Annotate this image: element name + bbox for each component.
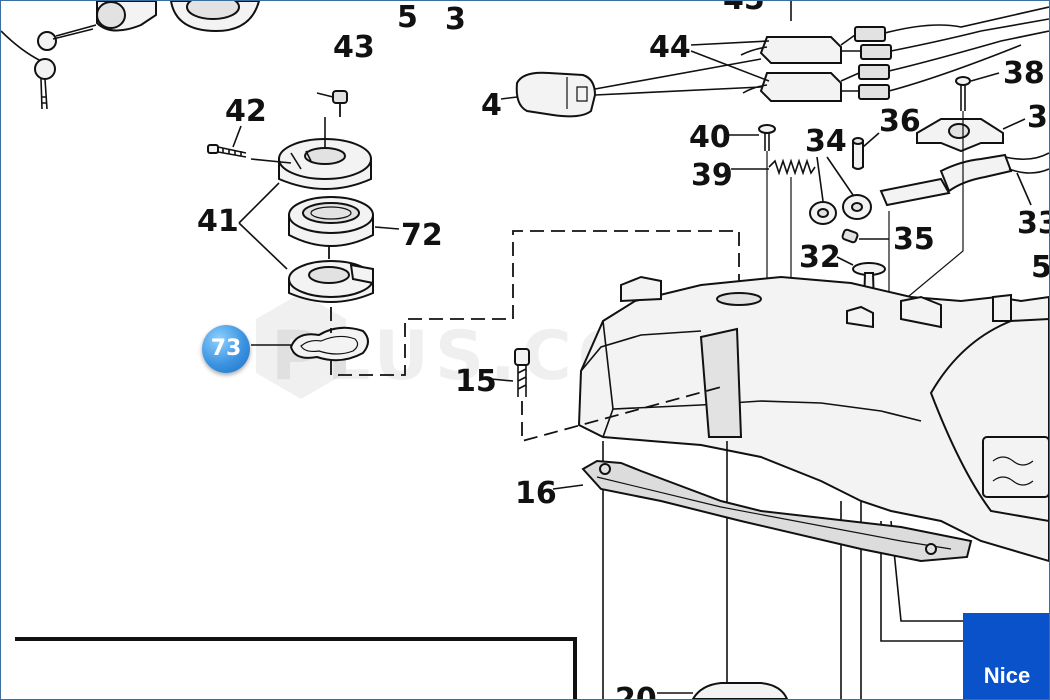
label-39: 39	[691, 158, 733, 193]
label-33: 33	[1017, 206, 1049, 241]
label-4: 4	[481, 88, 502, 123]
part-44-microswitches	[690, 1, 1049, 102]
part-72-bearing	[288, 196, 400, 247]
part-16-gasket-plate	[552, 459, 973, 563]
part-15-bolt	[490, 348, 722, 443]
label-32: 32	[799, 240, 841, 275]
part-73-gasket	[251, 307, 369, 362]
bottom-frame	[15, 637, 789, 699]
label-5: 5	[397, 1, 418, 35]
part-33-cable	[879, 152, 1049, 207]
clamp-ring-upper	[250, 117, 372, 190]
label-42: 42	[225, 94, 267, 129]
label-38: 38	[1003, 56, 1045, 91]
part-37-clamp	[916, 118, 1026, 153]
motor-housing	[577, 275, 1049, 699]
label-45: 45	[723, 1, 765, 17]
label-43: 43	[333, 30, 375, 65]
leader-41	[238, 182, 288, 270]
label-16: 16	[515, 476, 557, 511]
nice-brand-logo: Nice	[963, 613, 1049, 699]
part-34-washers	[809, 156, 872, 225]
part-39-spring	[731, 158, 816, 176]
label-34: 34	[805, 124, 847, 159]
label-72: 72	[401, 218, 443, 253]
routing-line-gasket	[330, 230, 740, 376]
label-35: 35	[893, 222, 935, 257]
label-5-right: 5	[1031, 250, 1049, 285]
part-4-cap	[500, 58, 762, 118]
key-and-lock-cylinder	[1, 1, 261, 110]
label-15: 15	[455, 364, 497, 399]
part-40-screw	[729, 124, 776, 151]
label-20: 20	[615, 682, 657, 699]
part-36-pin	[852, 132, 880, 170]
part-73-highlight-badge[interactable]: 73	[202, 325, 250, 373]
part-42-screw	[207, 125, 247, 158]
label-44: 44	[649, 30, 691, 65]
label-36: 36	[879, 104, 921, 139]
brand-name: Nice	[983, 663, 1031, 688]
label-41: 41	[197, 204, 239, 239]
part-35-grub	[841, 228, 889, 244]
label-3: 3	[445, 2, 466, 37]
clamp-ring-lower	[288, 245, 374, 303]
part-43-nut	[316, 90, 348, 117]
label-37: 37	[1027, 100, 1049, 135]
guide-lines	[766, 111, 964, 311]
part-labels: 5 3 43 42 41 72 44 4 38 37 40 36 34 39 3…	[197, 1, 1049, 699]
label-40: 40	[689, 120, 731, 155]
part-38-screw	[955, 72, 1000, 111]
